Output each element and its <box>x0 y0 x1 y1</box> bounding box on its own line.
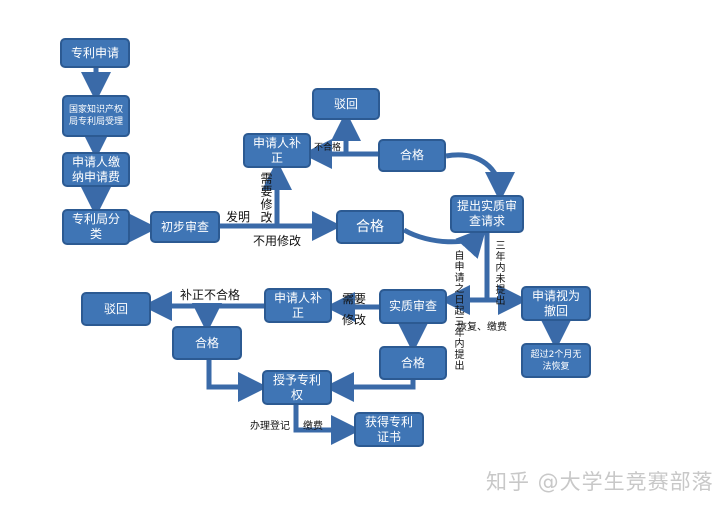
label-not-in-3-years: 三年内未提出 <box>493 240 504 306</box>
arrow <box>402 226 487 259</box>
node-cannot-restore: 超过2个月无法恢复 <box>521 343 591 378</box>
label-register: 办理登记 <box>250 421 290 432</box>
node-correct-bottom: 申请人补正 <box>264 288 332 323</box>
node-certificate: 获得专利证书 <box>354 412 424 447</box>
node-pass-bottom-right: 合格 <box>379 346 447 380</box>
node-reject-top: 驳回 <box>312 88 380 120</box>
label-correct-unqualified: 补正不合格 <box>180 288 241 302</box>
node-classify: 专利局分类 <box>62 209 130 245</box>
label-no-modify: 不用修改 <box>253 234 302 248</box>
node-deemed-withdrawn: 申请视为撤回 <box>521 286 591 321</box>
node-pass-top: 合格 <box>378 139 446 172</box>
label-modify: 修改 <box>342 313 367 327</box>
arrow <box>206 360 268 402</box>
node-preliminary-exam: 初步审查 <box>150 211 220 243</box>
label-need-modify: 需要修改 <box>259 172 273 224</box>
label-restore-fee: 恢复、缴费 <box>457 322 507 333</box>
watermark: 知乎 @大学生竞赛部落 <box>486 470 714 494</box>
node-reject-bottom: 驳回 <box>81 292 151 326</box>
label-need: 需要 <box>342 292 367 306</box>
node-substantive-exam: 实质审查 <box>379 289 447 324</box>
node-pass-bottom-left: 合格 <box>172 326 242 360</box>
label-within-3-years: 自申请之日起三年内提出 <box>452 250 463 371</box>
arrow <box>445 152 515 202</box>
label-pay-fee: 缴费 <box>303 421 323 432</box>
node-office-acceptance: 国家知识产权局专利局受理 <box>62 95 130 137</box>
node-grant-patent: 授予专利权 <box>262 370 332 405</box>
node-pass-mid: 合格 <box>336 210 404 244</box>
label-invention: 发明 <box>226 210 251 224</box>
arrow <box>324 372 416 402</box>
node-patent-application: 专利申请 <box>60 38 130 68</box>
node-correct-top: 申请人补正 <box>243 133 311 168</box>
label-unqualified: 不合格 <box>314 143 342 153</box>
arrow <box>293 404 361 445</box>
node-pay-fee: 申请人缴纳申请费 <box>62 152 130 187</box>
node-request-substantive-exam: 提出实质审查请求 <box>450 195 524 233</box>
